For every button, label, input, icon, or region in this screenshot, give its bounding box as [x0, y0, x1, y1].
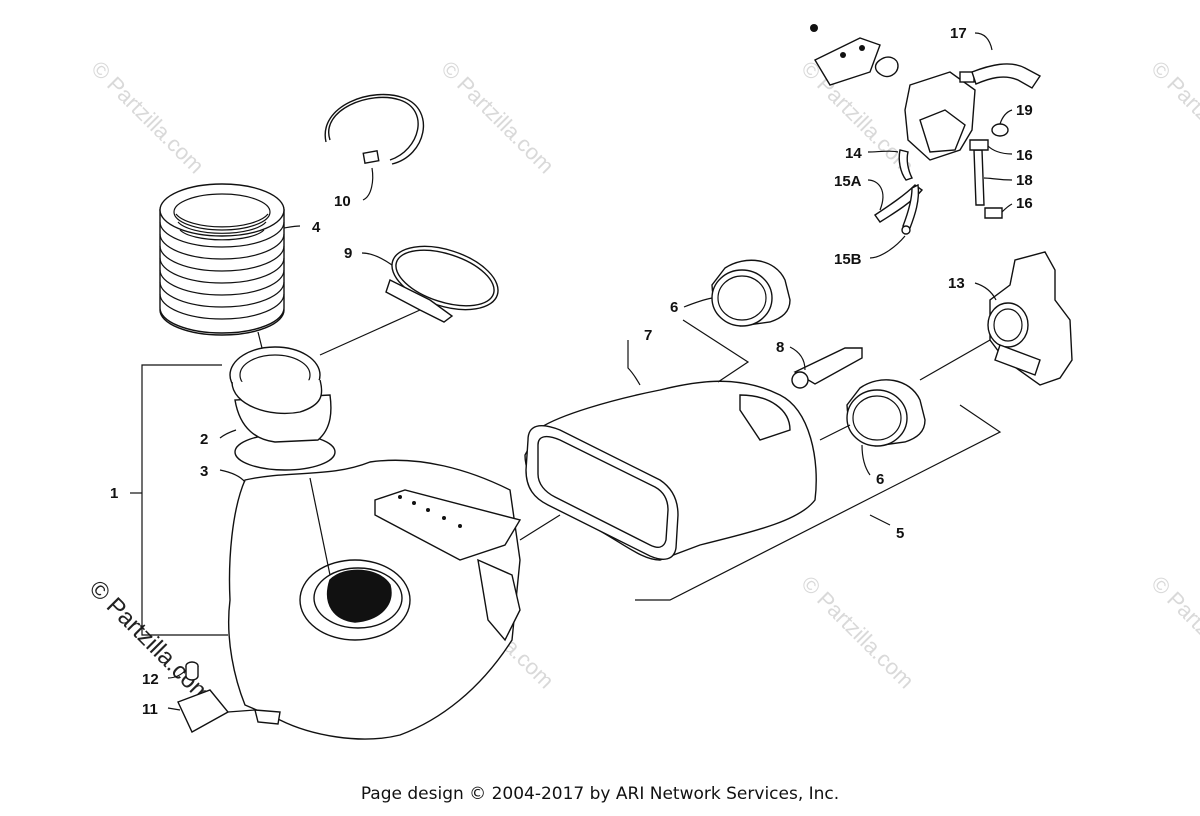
part-10-clamp[interactable] [324, 93, 424, 165]
part-fuel-pump[interactable] [810, 24, 976, 161]
part-18-hose[interactable] [973, 149, 985, 206]
label-6a: 6 [670, 299, 678, 316]
label-16b: 16 [1016, 195, 1033, 212]
label-6b: 6 [876, 471, 884, 488]
part-11-bracket[interactable] [177, 689, 230, 733]
label-13: 13 [948, 275, 965, 292]
label-15a: 15A [834, 173, 862, 190]
label-16a: 16 [1016, 147, 1033, 164]
part-17-hose[interactable] [971, 63, 1042, 89]
label-8: 8 [776, 339, 784, 356]
copyright-footer: Page design © 2004-2017 by ARI Network S… [360, 784, 840, 804]
part-16-clamp-upper[interactable] [969, 139, 989, 151]
part-6-bottom-coupler[interactable] [846, 379, 926, 447]
part-19-cap[interactable] [991, 123, 1009, 137]
label-1: 1 [110, 485, 118, 502]
label-2: 2 [200, 431, 208, 448]
label-7: 7 [644, 327, 652, 344]
label-5: 5 [896, 525, 904, 542]
watermark-text: © Partzilla.com [1146, 571, 1200, 694]
part-14-hose[interactable] [898, 149, 913, 181]
watermark-text: © Partzilla.com [796, 571, 919, 694]
watermark-text-dark: © Partzilla.com [84, 575, 217, 708]
leader-lines [130, 32, 1013, 713]
watermark-text: © Partzilla.com [86, 56, 209, 179]
label-9: 9 [344, 245, 352, 262]
part-8-strap[interactable] [791, 347, 863, 389]
label-12: 12 [142, 671, 159, 688]
part-2-adapter[interactable] [229, 346, 336, 471]
part-7-duct[interactable] [524, 380, 817, 561]
part-12-nut[interactable] [185, 661, 199, 681]
part-3-airbox[interactable] [227, 459, 522, 740]
part-15b-hose[interactable] [901, 183, 920, 235]
watermark-text: © Partzilla.com [436, 56, 559, 179]
part-13-carburetor[interactable] [987, 251, 1073, 386]
label-18: 18 [1016, 172, 1033, 189]
label-4: 4 [312, 219, 321, 236]
label-15b: 15B [834, 251, 862, 268]
watermark-text: © Partzilla.com [1146, 56, 1200, 179]
label-19: 19 [1016, 102, 1033, 119]
part-4-bellows[interactable] [159, 183, 285, 336]
label-3: 3 [200, 463, 208, 480]
part-15a-hose[interactable] [874, 184, 924, 223]
label-14: 14 [845, 145, 862, 162]
label-11: 11 [142, 701, 158, 718]
part-9-clamp[interactable] [384, 234, 506, 323]
part-labels: 1 2 3 4 5 6 6 7 8 9 10 11 12 13 14 15A 1… [110, 25, 1033, 718]
part-16-clamp-lower[interactable] [984, 207, 1003, 219]
part-6-top-coupler[interactable] [711, 259, 791, 327]
label-17: 17 [950, 25, 967, 42]
label-10: 10 [334, 193, 351, 210]
